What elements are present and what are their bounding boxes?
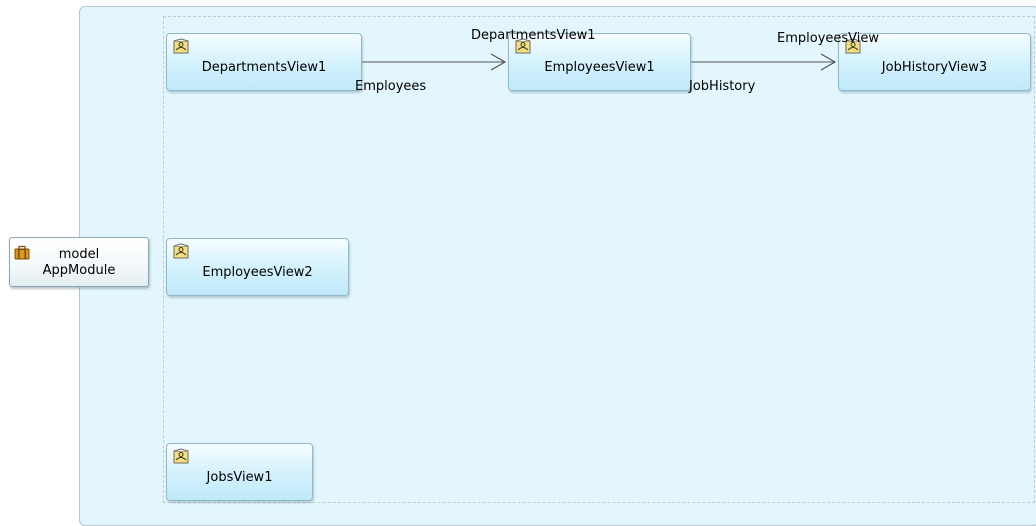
app-module-package: model: [58, 247, 100, 262]
link-source-label: DepartmentsView1: [471, 28, 596, 43]
view-object-label: EmployeesView2: [202, 265, 313, 280]
view-object-jobsview1[interactable]: JobsView1: [166, 443, 313, 501]
view-object-employeesview1[interactable]: EmployeesView1: [508, 33, 691, 91]
app-module-node[interactable]: model AppModule: [9, 237, 149, 287]
view-object-employeesview2[interactable]: EmployeesView2: [166, 238, 349, 296]
briefcase-icon: [14, 245, 30, 260]
link-destination-label: JobHistory: [689, 79, 756, 94]
view-object-icon: [173, 448, 189, 464]
link-destination-label: Employees: [355, 79, 427, 94]
app-module-name: AppModule: [42, 263, 116, 278]
view-object-label: JobHistoryView3: [881, 60, 988, 75]
view-object-icon: [845, 38, 861, 54]
link-source-label: EmployeesView: [777, 31, 880, 46]
view-object-icon: [173, 38, 189, 54]
link-arrowhead: [490, 53, 507, 71]
view-object-label: DepartmentsView1: [201, 60, 327, 75]
link-arrowhead: [820, 53, 837, 71]
view-object-jobhistoryview3[interactable]: JobHistoryView3: [838, 33, 1031, 91]
view-object-label: EmployeesView1: [544, 60, 655, 75]
view-object-label: JobsView1: [206, 470, 273, 485]
view-object-departmentsview1[interactable]: DepartmentsView1: [166, 33, 362, 91]
view-object-icon: [515, 38, 531, 54]
data-model-region: [163, 16, 1035, 503]
view-object-icon: [173, 243, 189, 259]
